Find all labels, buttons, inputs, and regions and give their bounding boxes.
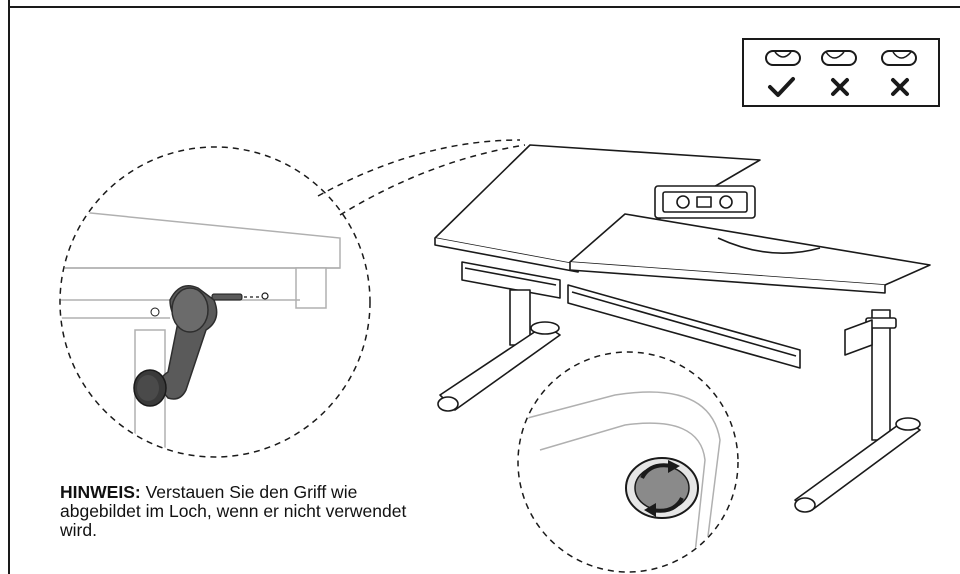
note-text: Verstauen Sie den Griff wie abgebildet i… [60, 482, 407, 540]
button-icon [719, 195, 733, 209]
check-icon [768, 77, 795, 97]
handle-orientation-legend [742, 38, 940, 107]
desk-corner-closeup [61, 209, 341, 456]
button-icon [676, 195, 690, 209]
note-label: HINWEIS: [60, 482, 141, 502]
slot-wrong-1 [821, 50, 857, 66]
slot-correct [765, 50, 801, 66]
usb-port-icon [696, 196, 712, 208]
slot-wrong-2 [881, 50, 917, 66]
frame-border-top [8, 6, 960, 8]
x-icon [891, 78, 909, 96]
x-icon [831, 78, 849, 96]
hole-detail-circle [517, 351, 739, 573]
storage-note: HINWEIS: Verstauen Sie den Griff wie abg… [60, 483, 420, 540]
crank-detail-circle [59, 139, 526, 458]
desk-illustration [434, 144, 931, 513]
frame-border-left [8, 0, 10, 574]
